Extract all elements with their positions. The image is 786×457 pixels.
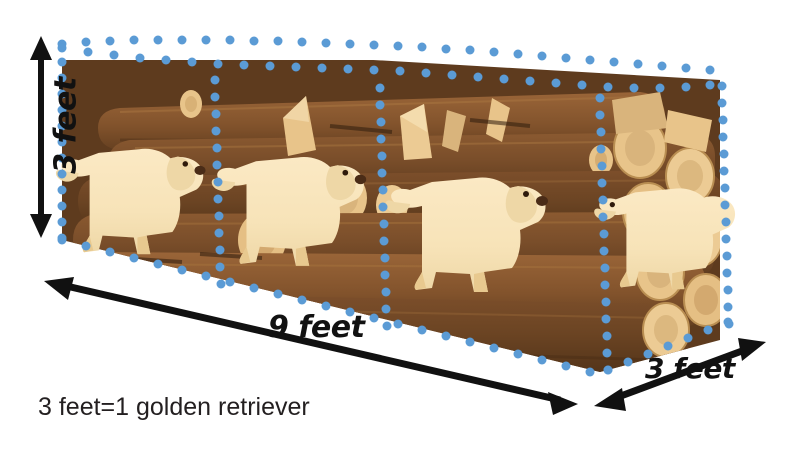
depth-arrow (594, 338, 766, 411)
width-arrow (44, 277, 578, 415)
box-edge-inner-vertical-2 (375, 83, 392, 331)
box-edge-top-front (57, 43, 715, 93)
depth-label: 3 feet (645, 352, 735, 385)
golden-retriever-1 (55, 148, 206, 255)
measurement-arrows (30, 36, 766, 415)
golden-retriever-3 (385, 177, 548, 292)
box-edge-top-back (57, 35, 715, 75)
height-label: 3 feet (48, 77, 84, 174)
scale-caption: 3 feet=1 golden retriever (38, 393, 310, 421)
box-edge-inner-vertical-1 (210, 75, 226, 289)
box-edge-bottom-right (603, 317, 733, 375)
box-edge-bottom-front (57, 235, 595, 377)
box-edge-left-vertical (57, 57, 67, 243)
split-wedges (283, 96, 510, 160)
height-arrow (30, 36, 52, 238)
dotted-bounding-box (57, 35, 734, 377)
width-label: 9 feet (268, 310, 365, 345)
